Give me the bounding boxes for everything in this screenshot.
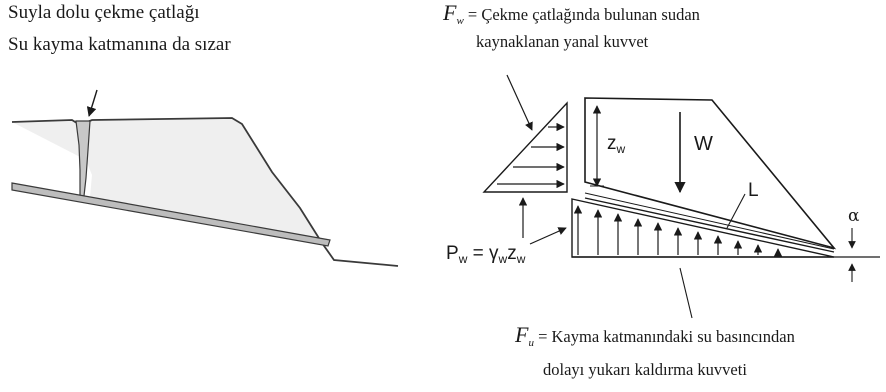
fu-definition-line2: dolayı yukarı kaldırma kuvveti xyxy=(543,360,747,379)
uplift-pressure-arrows xyxy=(573,205,783,257)
slope-shading xyxy=(12,118,322,243)
crack-pressure-arrows xyxy=(497,122,565,189)
pw-z-sub: w xyxy=(516,252,526,267)
uplift-pressure-triangle xyxy=(571,198,835,258)
fw-pointer-arrow xyxy=(506,74,533,131)
fu-definition: Fu = Kayma katmanındaki su basıncından xyxy=(515,322,795,348)
pw-pointer-diag xyxy=(529,227,567,245)
fu-pointer xyxy=(679,267,693,319)
length-pointer xyxy=(726,193,746,229)
pw-gamma-sub: w xyxy=(498,252,508,267)
crack-pointer-arrow xyxy=(86,89,98,117)
left-slope-figure xyxy=(11,89,399,267)
alpha-label: α xyxy=(848,206,860,226)
pw-equation: Pw = γwzw xyxy=(446,243,525,265)
fw-symbol: F xyxy=(443,0,457,25)
pw-z: z xyxy=(507,243,517,264)
fw-description: = Çekme çatlağında bulunan sudan xyxy=(463,5,700,24)
water-filled-crack xyxy=(75,120,91,197)
fu-subscript: u xyxy=(528,336,534,349)
fw-definition-line2: kaynaklanan yanal kuvvet xyxy=(476,32,649,51)
length-label: L xyxy=(748,180,759,201)
left-caption-line2: Su kayma katmanına da sızar xyxy=(8,34,231,55)
zw-sub: w xyxy=(616,142,626,157)
slip-surface-line-inner xyxy=(584,192,835,250)
slip-surface-line xyxy=(584,197,835,253)
fu-description: = Kayma katmanındaki su basıncından xyxy=(533,327,795,346)
fw-subscript: w xyxy=(456,14,464,27)
pw-p: P xyxy=(446,243,459,264)
zw-label: zw xyxy=(607,133,625,155)
sliding-block xyxy=(584,97,837,250)
fu-symbol: F xyxy=(515,322,529,347)
zw-main: z xyxy=(607,133,617,154)
slip-surface-band xyxy=(11,182,331,247)
pw-p-sub: w xyxy=(458,252,468,267)
weight-label: W xyxy=(694,133,713,155)
right-force-diagram xyxy=(482,74,880,319)
left-caption-line1: Suyla dolu çekme çatlağı xyxy=(8,2,200,23)
fw-definition: Fw = Çekme çatlağında bulunan sudan xyxy=(443,0,700,26)
crack-pressure-triangle xyxy=(482,101,568,193)
pw-eq: = γ xyxy=(467,243,499,264)
